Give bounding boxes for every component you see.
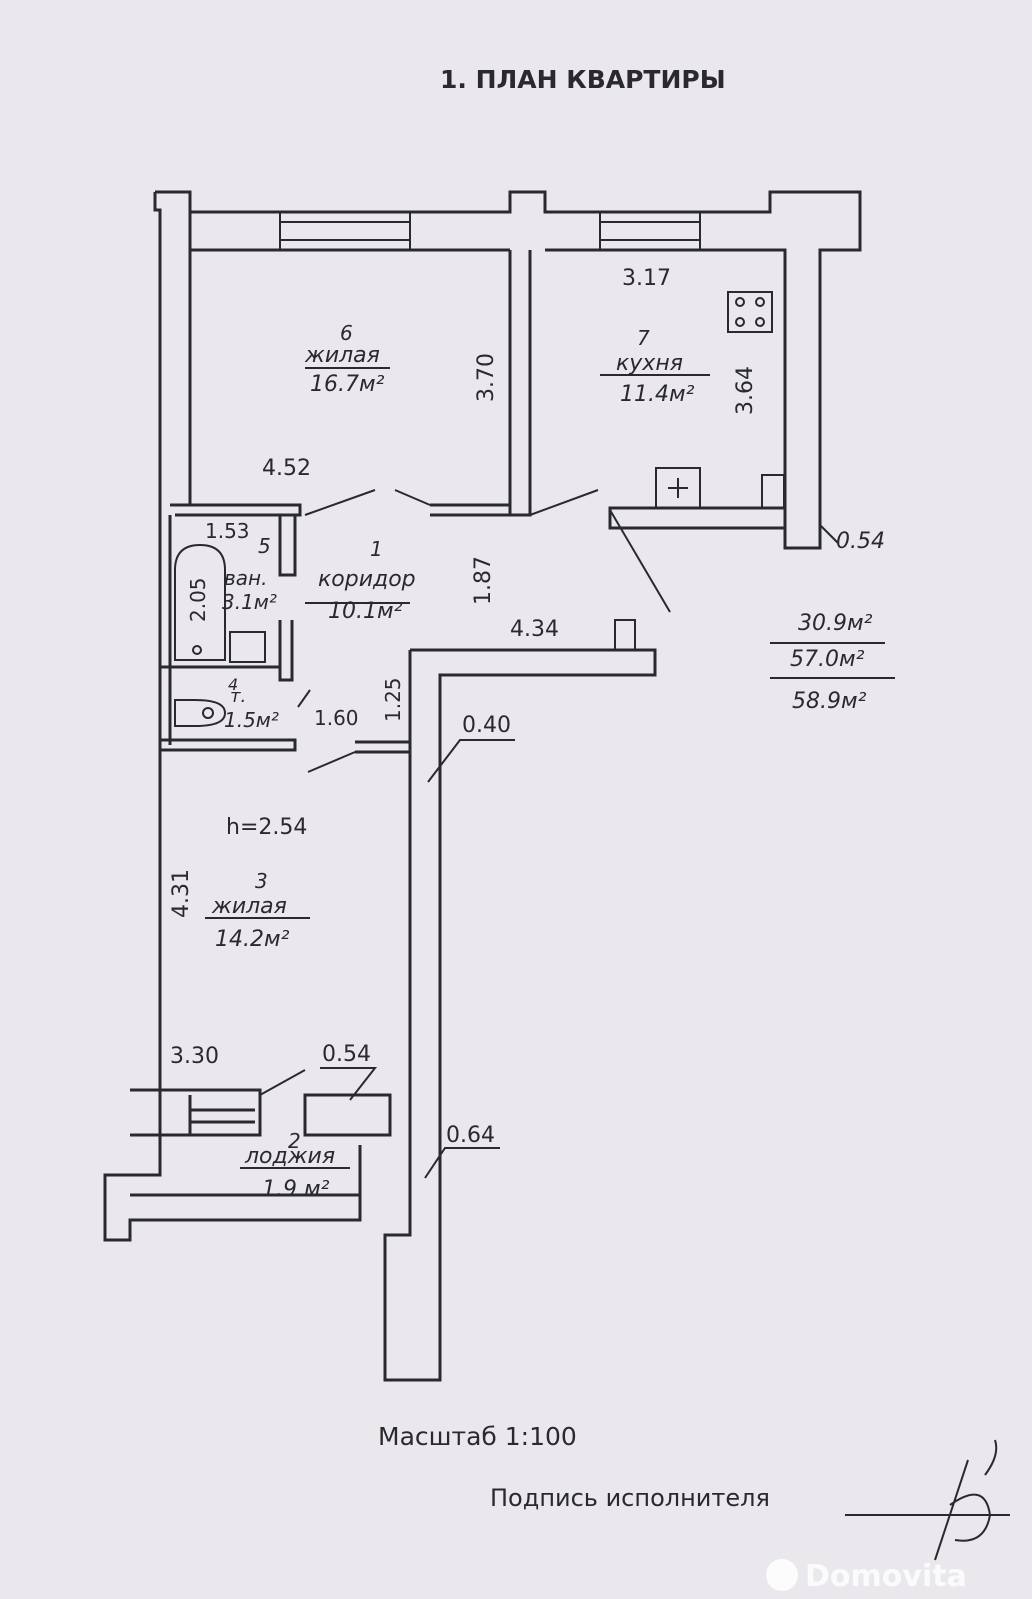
room-4: 4 т. 1.5м² <box>224 675 279 732</box>
svg-text:лоджия: лоджия <box>244 1144 335 1169</box>
living-area-total: 30.9м² <box>798 611 873 636</box>
stove-icon <box>727 291 773 333</box>
signature-label: Подпись исполнителя <box>490 1484 770 1512</box>
svg-text:6: 6 <box>340 321 353 345</box>
svg-text:1.9 м²: 1.9 м² <box>262 1177 330 1202</box>
svg-text:2.05: 2.05 <box>186 577 210 622</box>
plan-title: 1. ПЛАН КВАРТИРЫ <box>440 65 726 94</box>
svg-text:4.52: 4.52 <box>262 456 311 481</box>
svg-text:0.40: 0.40 <box>462 713 511 738</box>
svg-text:5: 5 <box>258 534 271 558</box>
svg-text:10.1м²: 10.1м² <box>328 599 403 624</box>
svg-text:Domovita: Domovita <box>805 1559 967 1594</box>
svg-text:3.1м²: 3.1м² <box>222 590 277 614</box>
svg-text:1.53: 1.53 <box>205 519 250 543</box>
svg-text:ван.: ван. <box>224 566 267 590</box>
svg-text:1: 1 <box>370 537 383 561</box>
svg-text:7: 7 <box>637 326 650 350</box>
bathtub-icon <box>174 543 226 661</box>
svg-text:0.54: 0.54 <box>836 529 885 554</box>
walls <box>103 190 862 1382</box>
scale-label: Масштаб 1:100 <box>378 1422 577 1451</box>
svg-text:коридор: коридор <box>318 567 416 592</box>
watermark: Domovita <box>766 1559 967 1594</box>
toilet-icon <box>174 699 227 727</box>
svg-text:h=2.54: h=2.54 <box>226 815 307 840</box>
signature-scribble <box>934 1439 998 1561</box>
svg-text:4.31: 4.31 <box>169 869 194 918</box>
room-5: 5 ван. 3.1м² <box>222 534 277 614</box>
svg-text:14.2м²: 14.2м² <box>215 927 290 952</box>
svg-text:т.: т. <box>230 686 246 707</box>
svg-text:кухня: кухня <box>616 351 683 376</box>
svg-text:жилая: жилая <box>304 343 380 368</box>
leader-lines <box>205 367 895 1179</box>
svg-text:3.30: 3.30 <box>170 1044 219 1069</box>
svg-text:3.64: 3.64 <box>733 366 758 415</box>
svg-text:11.4м²: 11.4м² <box>620 382 695 407</box>
total-area: 57.0м² <box>790 647 865 672</box>
room-3: 3 жилая 14.2м² <box>211 869 290 952</box>
room-2-loggia: 2 лоджия 1.9 м² <box>244 1129 335 1202</box>
svg-text:1.60: 1.60 <box>314 706 359 730</box>
svg-text:0.54: 0.54 <box>322 1042 371 1067</box>
doors <box>259 489 671 1096</box>
svg-text:0.64: 0.64 <box>446 1123 495 1148</box>
svg-text:жилая: жилая <box>211 894 287 919</box>
sink-icon <box>655 467 701 509</box>
room-6: 6 жилая 16.7м² <box>304 321 385 397</box>
room-7: 7 кухня 11.4м² <box>616 326 695 407</box>
svg-text:3: 3 <box>255 869 268 893</box>
svg-text:4: 4 <box>228 675 238 694</box>
area-totals: 30.9м² 57.0м² 58.9м² <box>790 611 873 714</box>
svg-text:4.34: 4.34 <box>510 617 559 642</box>
svg-text:1.87: 1.87 <box>471 556 496 605</box>
svg-text:3.70: 3.70 <box>474 353 499 402</box>
svg-text:1.25: 1.25 <box>381 677 405 722</box>
svg-text:1.5м²: 1.5м² <box>224 708 279 732</box>
room-1: 1 коридор 10.1м² <box>318 537 416 624</box>
svg-text:16.7м²: 16.7м² <box>310 372 385 397</box>
svg-text:3.17: 3.17 <box>622 266 671 291</box>
fixtures <box>174 291 785 727</box>
dimension-labels: 4.52 3.70 3.17 3.64 0.54 1.53 2.05 1.87 … <box>169 266 885 1148</box>
total-area-with-loggia: 58.9м² <box>792 689 867 714</box>
svg-text:2: 2 <box>288 1129 301 1153</box>
